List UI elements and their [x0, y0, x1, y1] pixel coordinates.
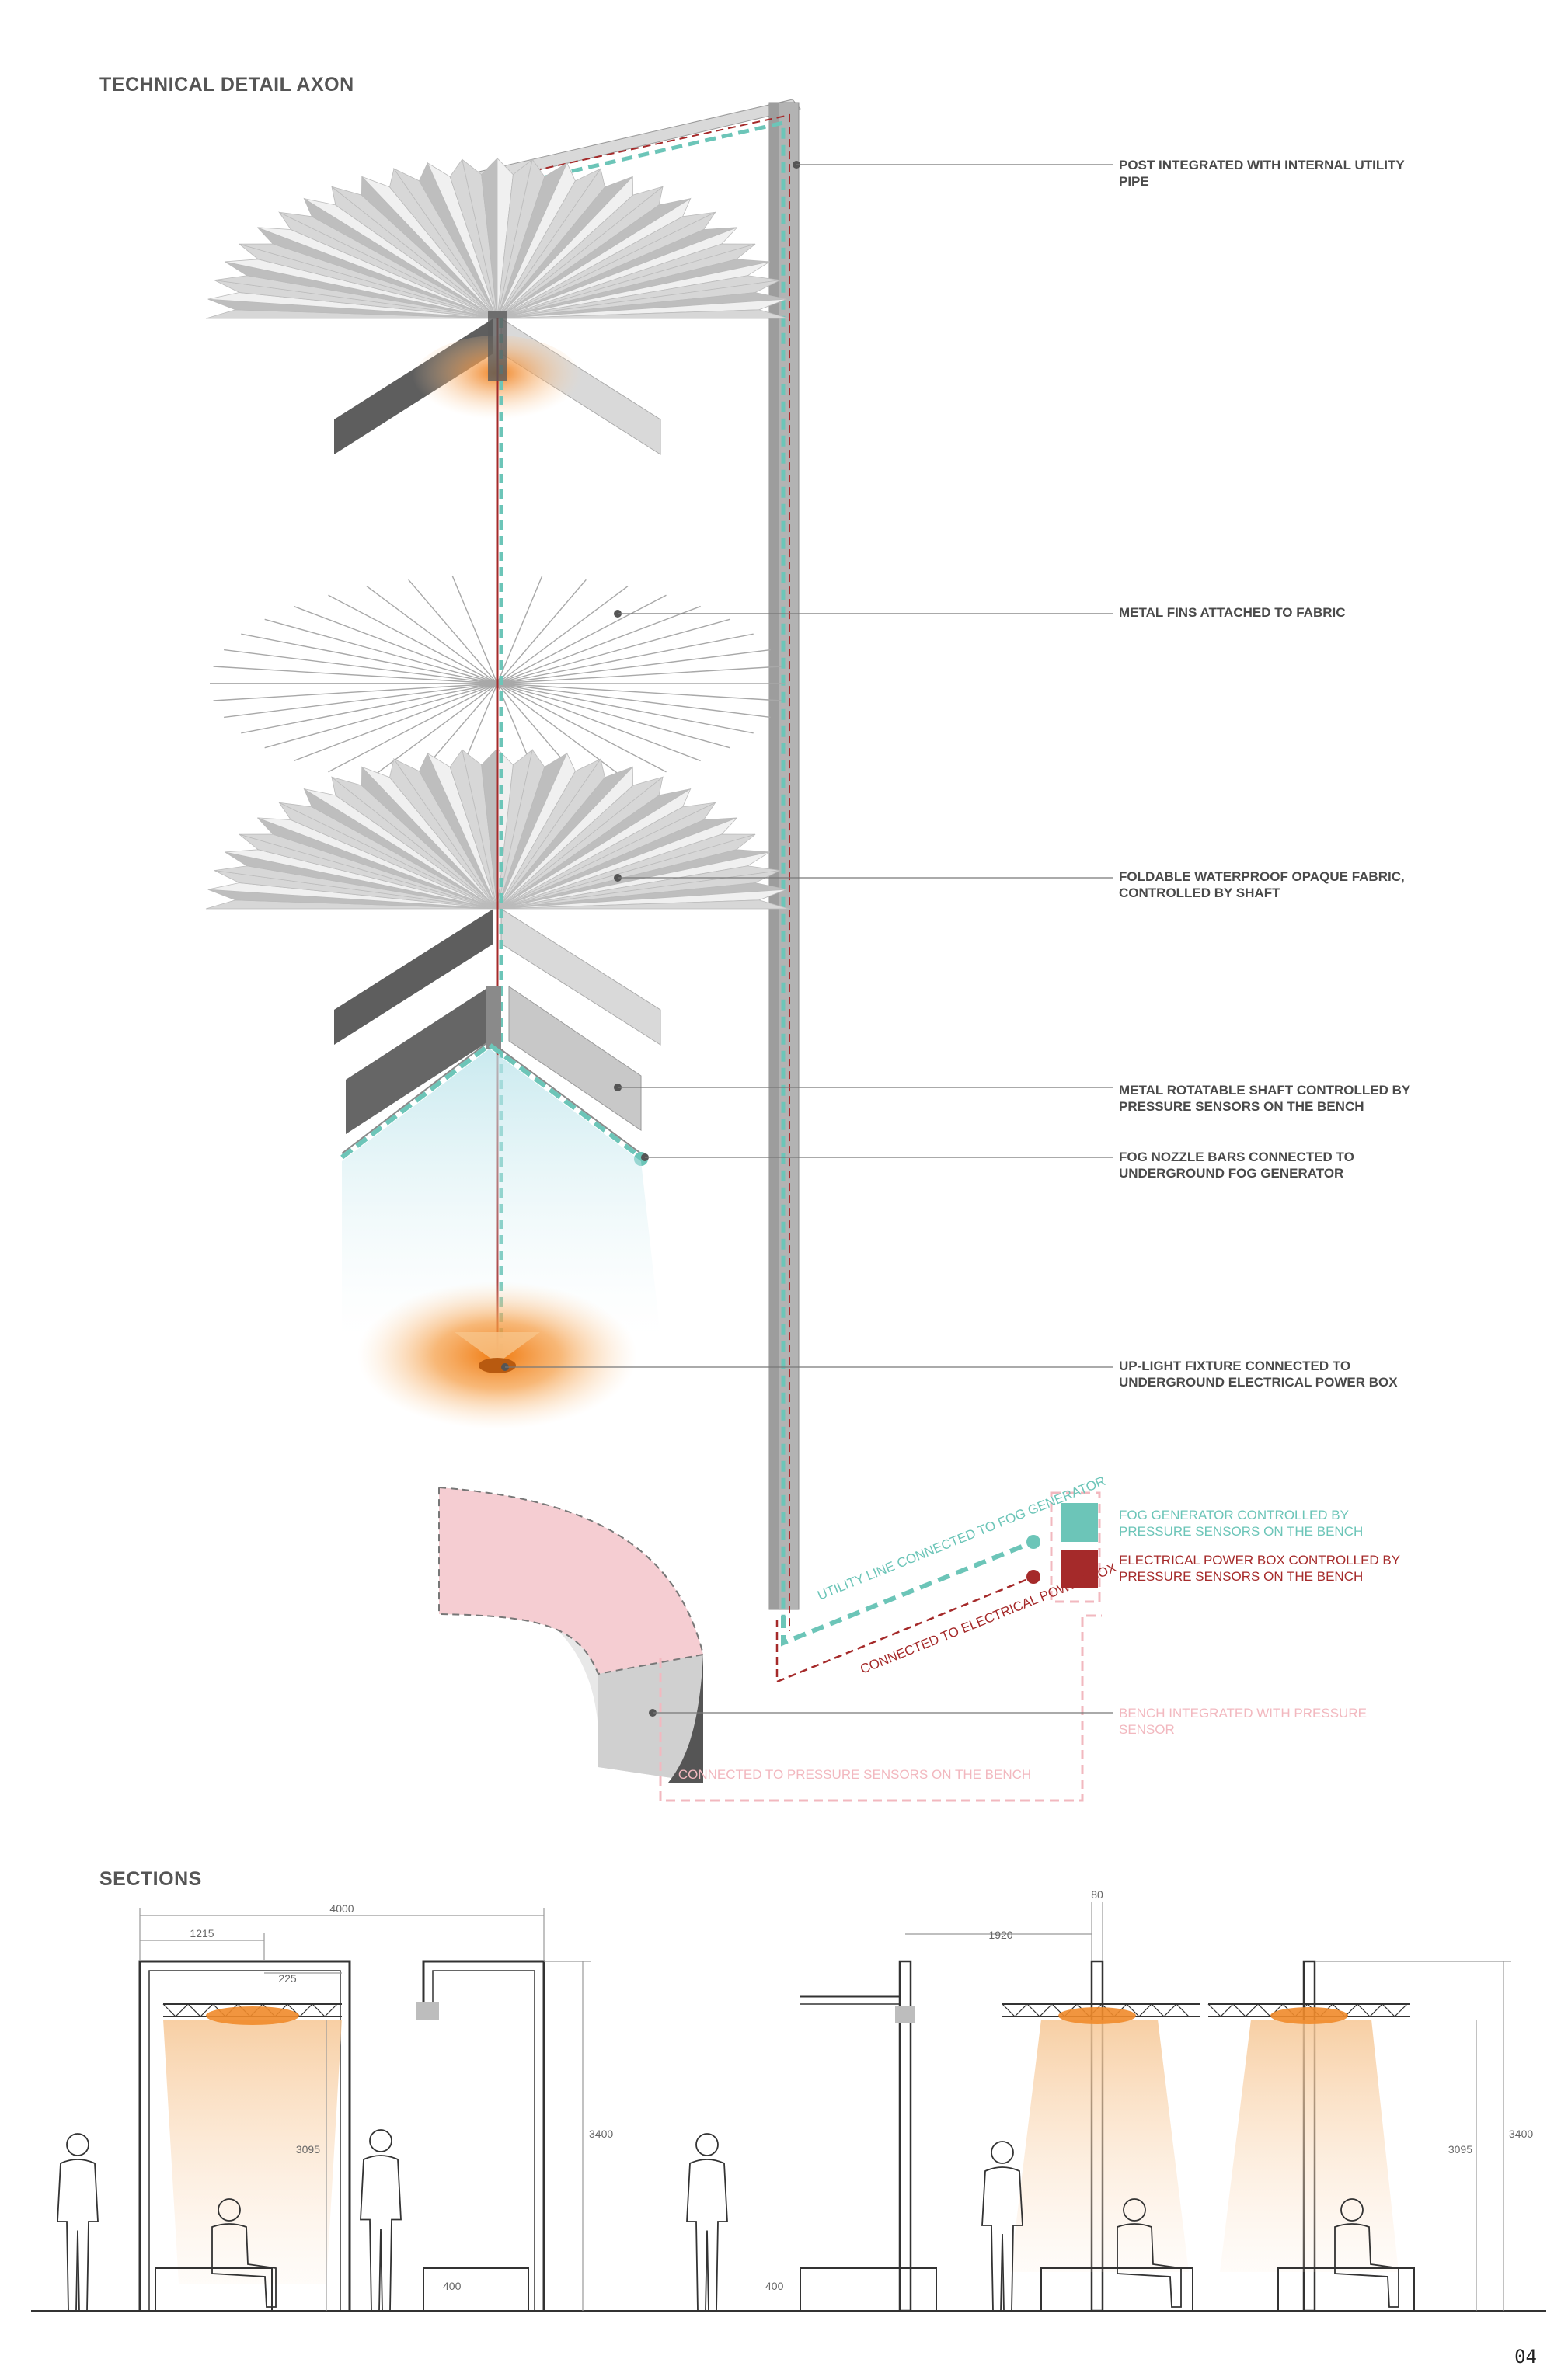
callout-up-light: UP-LIGHT FIXTURE CONNECTED TO UNDERGROUN…: [1119, 1359, 1398, 1390]
callout-fabric: FOLDABLE WATERPROOF OPAQUE FABRIC, CONTR…: [1119, 869, 1405, 900]
dim-3400-left: 3400: [589, 2128, 613, 2140]
metal-fin: [497, 575, 543, 684]
metal-fin: [497, 594, 667, 684]
dim-4000: 4000: [329, 1902, 354, 1915]
dim-1215: 1215: [190, 1927, 214, 1940]
person-head: [369, 2129, 392, 2152]
pressure-line-label: CONNECTED TO PRESSURE SENSORS ON THE BEN…: [678, 1767, 1031, 1782]
metal-fin: [497, 683, 730, 749]
person-seated: [1117, 2223, 1182, 2308]
callout-fog-nozzle: FOG NOZZLE BARS CONNECTED TO UNDERGROUND…: [1119, 1150, 1354, 1181]
person-body: [57, 2159, 99, 2312]
person-head: [66, 2133, 89, 2156]
person-body: [686, 2159, 728, 2312]
person-body: [360, 2155, 402, 2312]
fabric-pleat: [497, 899, 789, 910]
fabric-flap-left: [334, 909, 493, 1045]
dimension-values: 4000 1215 225 3095 3400 400 80 1920 3095…: [190, 1888, 1533, 2292]
callout-post: POST INTEGRATED WITH INTERNAL UTILITY PI…: [1119, 158, 1405, 189]
metal-fin: [224, 649, 498, 684]
section-left-frame: [138, 1960, 545, 2311]
metal-fin: [213, 683, 498, 701]
fog-mist: [342, 1049, 660, 1336]
axon-heading: TECHNICAL DETAIL AXON: [99, 74, 354, 96]
dim-80: 80: [1091, 1888, 1103, 1901]
truss-web: [1207, 2003, 1408, 2017]
metal-fin: [451, 575, 498, 684]
person-seated: [211, 2223, 277, 2308]
light-beam-right-1: [1010, 2020, 1189, 2272]
person-body: [981, 2166, 1023, 2312]
metal-fin: [264, 683, 498, 749]
utility-post: [475, 99, 801, 1631]
up-light-fixture: [357, 1282, 637, 1429]
legend-power-text: ELECTRICAL POWER BOX CONTROLLED BY PRESS…: [1119, 1553, 1400, 1584]
metal-fin: [366, 586, 498, 684]
metal-fin: [328, 683, 498, 773]
metal-fin: [497, 666, 782, 684]
metal-fin: [294, 605, 498, 684]
metal-fin: [408, 579, 498, 684]
bench-right-3: [1277, 2267, 1415, 2312]
metal-fin: [497, 683, 667, 773]
person-head: [218, 2198, 241, 2222]
metal-fin: [328, 594, 498, 684]
fabric-pleat: [497, 309, 789, 319]
metal-fin: [497, 586, 629, 684]
electrical-line-label: CONNECTED TO ELECTRICAL POWER BOX: [858, 1561, 1118, 1677]
metal-fin: [497, 649, 771, 684]
metal-fins: [210, 574, 785, 793]
legend-swatch-fog: [1061, 1503, 1098, 1542]
person-seated: [1334, 2223, 1399, 2308]
metal-fin: [497, 618, 730, 684]
metal-fin: [241, 683, 498, 734]
bench-right-1: [800, 2267, 937, 2312]
metal-fin: [497, 683, 782, 701]
callout-shaft: METAL ROTATABLE SHAFT CONTROLLED BY PRES…: [1119, 1083, 1410, 1114]
metal-fin: [294, 683, 498, 762]
legend-swatch-power: [1061, 1550, 1098, 1588]
dim-225: 225: [278, 1972, 297, 1985]
light-beam-left: [163, 2020, 342, 2284]
metal-fin: [241, 633, 498, 684]
legend-fog-text: FOG GENERATOR CONTROLLED BY PRESSURE SEN…: [1119, 1508, 1364, 1539]
metal-fin: [213, 666, 498, 684]
metal-fin: [224, 683, 498, 719]
shaft-housing: [346, 986, 642, 1134]
dim-400-left: 400: [443, 2280, 462, 2292]
callout-fins: METAL FINS ATTACHED TO FABRIC: [1119, 605, 1346, 620]
page-number: 04: [1514, 2346, 1537, 2368]
metal-fin: [264, 618, 498, 684]
dimension-lines: [139, 1902, 1511, 2311]
people-silhouettes: [57, 2129, 1399, 2312]
connection-lines: [659, 1491, 1102, 1802]
metal-fin: [497, 683, 629, 781]
person-head: [1340, 2198, 1364, 2222]
bench-right-2: [1040, 2267, 1193, 2312]
metal-fin: [497, 605, 701, 684]
metal-fin: [497, 683, 701, 762]
dim-3095-left: 3095: [296, 2143, 320, 2156]
bench: [438, 1486, 705, 1783]
bench-left-2: [423, 2267, 529, 2312]
folded-fabric-lower: [205, 747, 789, 1046]
bench-left: [155, 2267, 273, 2312]
dim-3400-right: 3400: [1509, 2128, 1533, 2140]
person-head: [695, 2133, 719, 2156]
metal-fin: [497, 579, 587, 684]
metal-fin: [366, 683, 498, 781]
dim-1920: 1920: [988, 1929, 1012, 1941]
person-head: [1123, 2198, 1146, 2222]
light-beam-right-2: [1220, 2020, 1399, 2272]
metal-fin: [497, 633, 754, 684]
leader-lines: [501, 161, 1113, 1717]
sections-heading: SECTIONS: [99, 1868, 202, 1890]
dim-400-right: 400: [765, 2280, 784, 2292]
legend-bench-text: BENCH INTEGRATED WITH PRESSURE SENSOR: [1119, 1706, 1367, 1737]
dim-3095-right: 3095: [1448, 2143, 1472, 2156]
metal-fin: [497, 683, 771, 719]
person-head: [991, 2141, 1014, 2164]
metal-fin: [497, 683, 754, 734]
